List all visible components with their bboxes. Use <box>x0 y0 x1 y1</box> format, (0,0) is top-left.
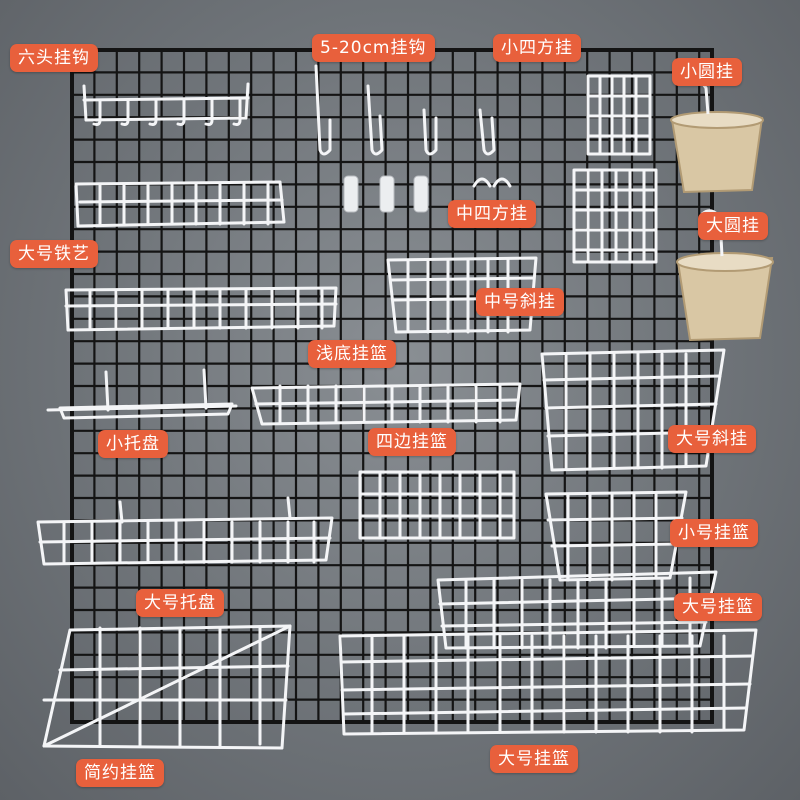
small-tray <box>46 368 238 420</box>
large-iron-basket <box>74 180 286 228</box>
label-large-basket-middle: 大号挂篮 <box>674 593 762 621</box>
label-six-head-hook: 六头挂钩 <box>10 44 98 72</box>
label-four-side-basket: 四边挂篮 <box>368 428 456 456</box>
large-round-rattan-basket <box>676 209 774 342</box>
label-large-round: 大圆挂 <box>698 212 768 240</box>
simple-basket <box>42 624 292 750</box>
medium-square-basket <box>572 168 658 264</box>
large-basket-middle <box>436 570 718 650</box>
plastic-hook-clips <box>343 175 429 213</box>
single-hooks <box>314 64 512 188</box>
label-large-basket-bottom: 大号挂篮 <box>490 745 578 773</box>
large-slant-basket <box>540 348 726 472</box>
label-shallow-basket: 浅底挂篮 <box>308 340 396 368</box>
label-simple-basket: 简约挂篮 <box>76 759 164 787</box>
label-5-20cm-hook: 5-20cm挂钩 <box>312 34 435 62</box>
label-small-square: 小四方挂 <box>493 34 581 62</box>
small-square-basket <box>586 74 652 156</box>
shallow-basket <box>250 382 522 426</box>
label-medium-slant: 中号斜挂 <box>476 288 564 316</box>
label-large-slant: 大号斜挂 <box>668 425 756 453</box>
label-large-tray: 大号托盘 <box>136 589 224 617</box>
small-round-rattan-basket <box>670 79 764 194</box>
label-small-tray: 小托盘 <box>98 430 168 458</box>
long-wire-shelf <box>64 286 338 332</box>
label-small-round: 小圆挂 <box>672 58 742 86</box>
four-side-basket <box>358 470 516 540</box>
label-medium-square: 中四方挂 <box>448 200 536 228</box>
six-head-hook-rack <box>82 82 250 126</box>
label-small-basket: 小号挂篮 <box>670 519 758 547</box>
large-basket-bottom <box>338 628 758 736</box>
large-tray <box>36 496 334 566</box>
label-large-iron: 大号铁艺 <box>10 240 98 268</box>
small-basket <box>544 490 688 582</box>
